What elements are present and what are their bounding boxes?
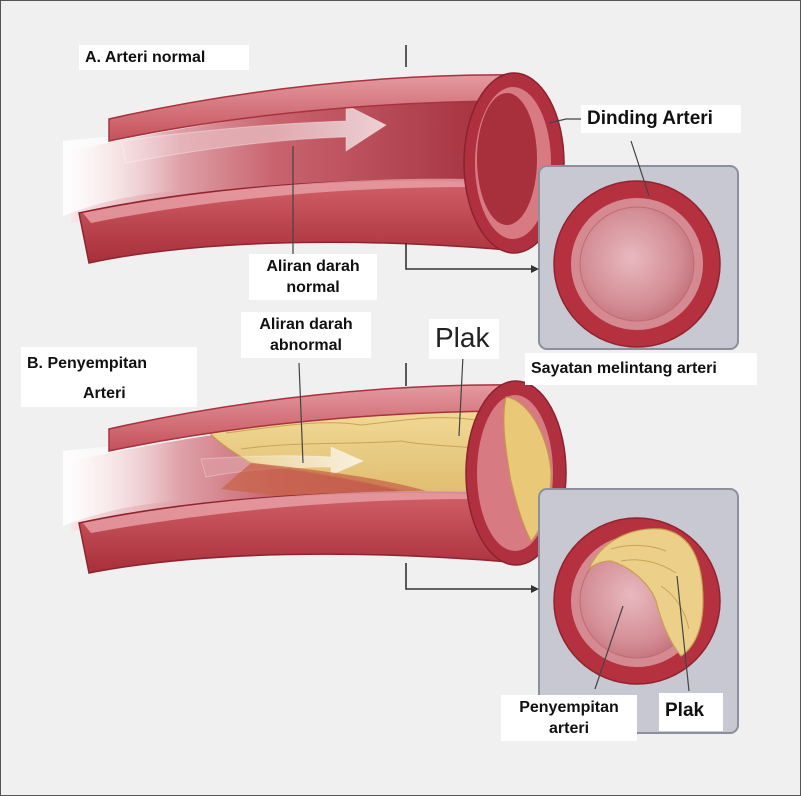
label-section-b-line1: B. Penyempitan xyxy=(27,355,148,372)
cross-section-plaque-texture xyxy=(610,544,690,630)
label-penyempitan-line1: Penyempitan xyxy=(519,699,619,716)
label-sayatan: Sayatan melintang arteri xyxy=(525,353,757,385)
artery-narrowed-bottom-highlight xyxy=(83,490,471,533)
label-aliran-normal: Aliran darah normal xyxy=(249,254,377,300)
cross-section-normal-lumen xyxy=(579,206,695,322)
artery-narrowed xyxy=(63,380,567,574)
connector-lines xyxy=(405,45,539,593)
cross-section-panel-normal xyxy=(538,165,739,350)
label-aliran-normal-line2: normal xyxy=(286,279,340,296)
label-section-a: A. Arteri normal xyxy=(79,45,249,70)
label-section-b-line2: Arteri xyxy=(83,385,126,402)
artery-narrowed-tail xyxy=(63,443,181,526)
cross-section-panel-narrowed xyxy=(538,488,739,734)
cross-section-plaque xyxy=(588,528,704,657)
leader-lines xyxy=(292,118,690,692)
label-aliran-normal-line1: Aliran darah xyxy=(266,258,360,275)
artery-normal-bottom-highlight xyxy=(83,178,471,223)
label-plak-top: Plak xyxy=(429,319,499,359)
label-penyempitan: Penyempitan arteri xyxy=(501,695,637,741)
label-section-b: B. Penyempitan Arteri xyxy=(21,347,197,407)
flow-arrow-normal xyxy=(120,104,388,164)
label-aliran-abnormal-line2: abnormal xyxy=(269,337,342,354)
artery-normal xyxy=(63,72,565,264)
artery-normal-cut-lumen xyxy=(477,93,537,225)
label-plak-bottom: Plak xyxy=(659,693,723,731)
label-aliran-abnormal-line1: Aliran darah xyxy=(259,316,353,333)
label-aliran-abnormal: Aliran darah abnormal xyxy=(241,312,371,358)
label-penyempitan-line2: arteri xyxy=(548,720,590,737)
label-dinding-arteri: Dinding Arteri xyxy=(581,105,741,133)
